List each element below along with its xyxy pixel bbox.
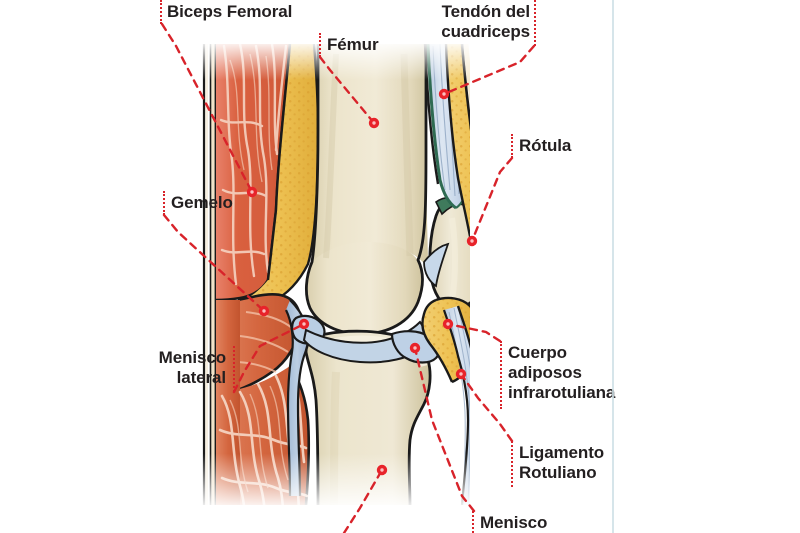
label-tendon-del-cuadriceps: Tendón del cuadriceps <box>441 2 530 41</box>
tick-biceps-femoral <box>160 0 162 24</box>
label-menisco: Menisco <box>480 513 548 532</box>
label-gemelo: Gemelo <box>171 193 233 212</box>
tick-tendon-del-cuadriceps <box>534 0 536 46</box>
tick-femur <box>319 33 321 57</box>
tick-ligamento-rotuliano <box>511 441 513 487</box>
label-ligamento-rotuliano: Ligamento Rotuliano <box>519 443 605 482</box>
label-cuerpo-adiposos-infrarotuliana: Cuerpo adiposos infrarotuliana <box>508 343 616 402</box>
label-femur: Fémur <box>327 35 379 54</box>
label-rotula: Rótula <box>519 136 572 155</box>
marker-dots <box>246 88 478 476</box>
right-divider-line <box>612 0 614 533</box>
tick-cuerpo-adiposos-infrarotuliana <box>500 341 502 409</box>
label-menisco-lateral: Menisco lateral <box>158 348 226 387</box>
tick-rotula <box>511 134 513 158</box>
tick-menisco-lateral <box>233 346 235 392</box>
tick-gemelo <box>163 191 165 215</box>
tick-menisco <box>472 511 474 533</box>
leader-lines <box>160 22 536 533</box>
label-biceps-femoral: Biceps Femoral <box>167 2 293 21</box>
